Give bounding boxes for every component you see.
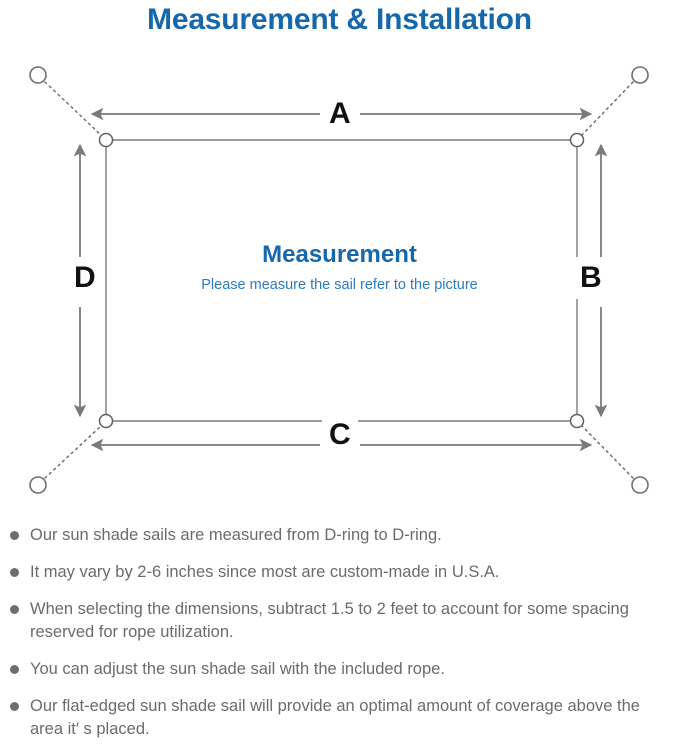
bullet-icon [10,702,19,711]
bullet-icon [10,568,19,577]
anchor-top-left [29,66,47,84]
dimension-lines [73,107,608,452]
notes-list: Our sun shade sails are measured from D-… [10,524,672,755]
rope-top-left [44,81,102,136]
d-ring-bottom-right [569,413,585,429]
list-item: You can adjust the sun shade sail with t… [10,658,672,681]
anchor-top-right [631,66,649,84]
note-text: You can adjust the sun shade sail with t… [30,660,445,678]
note-text: Our flat-edged sun shade sail will provi… [30,697,640,738]
rope-top-right [581,81,634,136]
d-rings [98,132,585,429]
d-ring-bottom-left [98,413,114,429]
list-item: It may vary by 2-6 inches since most are… [10,561,672,584]
dimension-label-b: B [576,257,606,299]
anchor-bottom-right [631,476,649,494]
dimension-label-d: D [70,257,100,299]
page-title: Measurement & Installation [147,3,532,36]
d-ring-top-left [98,132,114,148]
list-item: Our sun shade sails are measured from D-… [10,524,672,547]
rope-lines [44,81,634,479]
note-text: When selecting the dimensions, subtract … [30,600,629,641]
dimension-label-a: A [322,99,358,129]
bullet-icon [10,665,19,674]
rope-bottom-right [581,425,634,479]
list-item: Our flat-edged sun shade sail will provi… [10,695,672,741]
sail-body [105,139,578,422]
note-text: It may vary by 2-6 inches since most are… [30,563,500,581]
note-text: Our sun shade sails are measured from D-… [30,526,442,544]
bullet-icon [10,605,19,614]
anchor-circles [29,66,649,494]
dimension-label-c: C [322,420,358,450]
rope-bottom-left [44,425,102,479]
d-ring-top-right [569,132,585,148]
list-item: When selecting the dimensions, subtract … [10,598,672,644]
measurement-diagram: Measurement Please measure the sail refe… [0,45,679,515]
bullet-icon [10,531,19,540]
anchor-bottom-left [29,476,47,494]
